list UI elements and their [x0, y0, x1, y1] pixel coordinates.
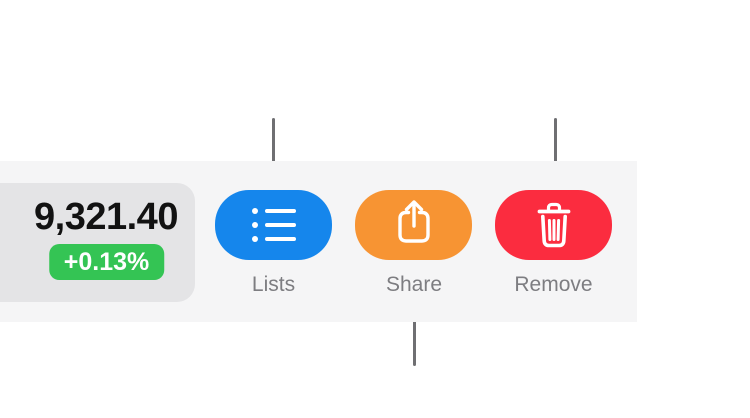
callout-line-remove-button [553, 118, 557, 192]
lists-button-label: Lists [251, 273, 296, 296]
share-button[interactable] [355, 190, 472, 260]
stock-change-badge: +0.13% [48, 244, 165, 280]
toolbar-strip: 9,321.40 +0.13% Lists Share [0, 161, 637, 322]
share-button-label: Share [385, 273, 443, 296]
trash-icon [537, 202, 570, 248]
remove-button[interactable] [495, 190, 612, 260]
share-arrow-up-icon [397, 200, 430, 243]
callout-line-lists-button [271, 118, 275, 192]
callout-line-share-button [412, 297, 416, 366]
remove-button-label: Remove [514, 273, 593, 296]
lists-button[interactable] [215, 190, 332, 260]
bullet-list-icon [251, 208, 296, 242]
stock-price-cell[interactable]: 9,321.40 +0.13% [0, 183, 195, 302]
stock-price: 9,321.40 [34, 196, 178, 238]
